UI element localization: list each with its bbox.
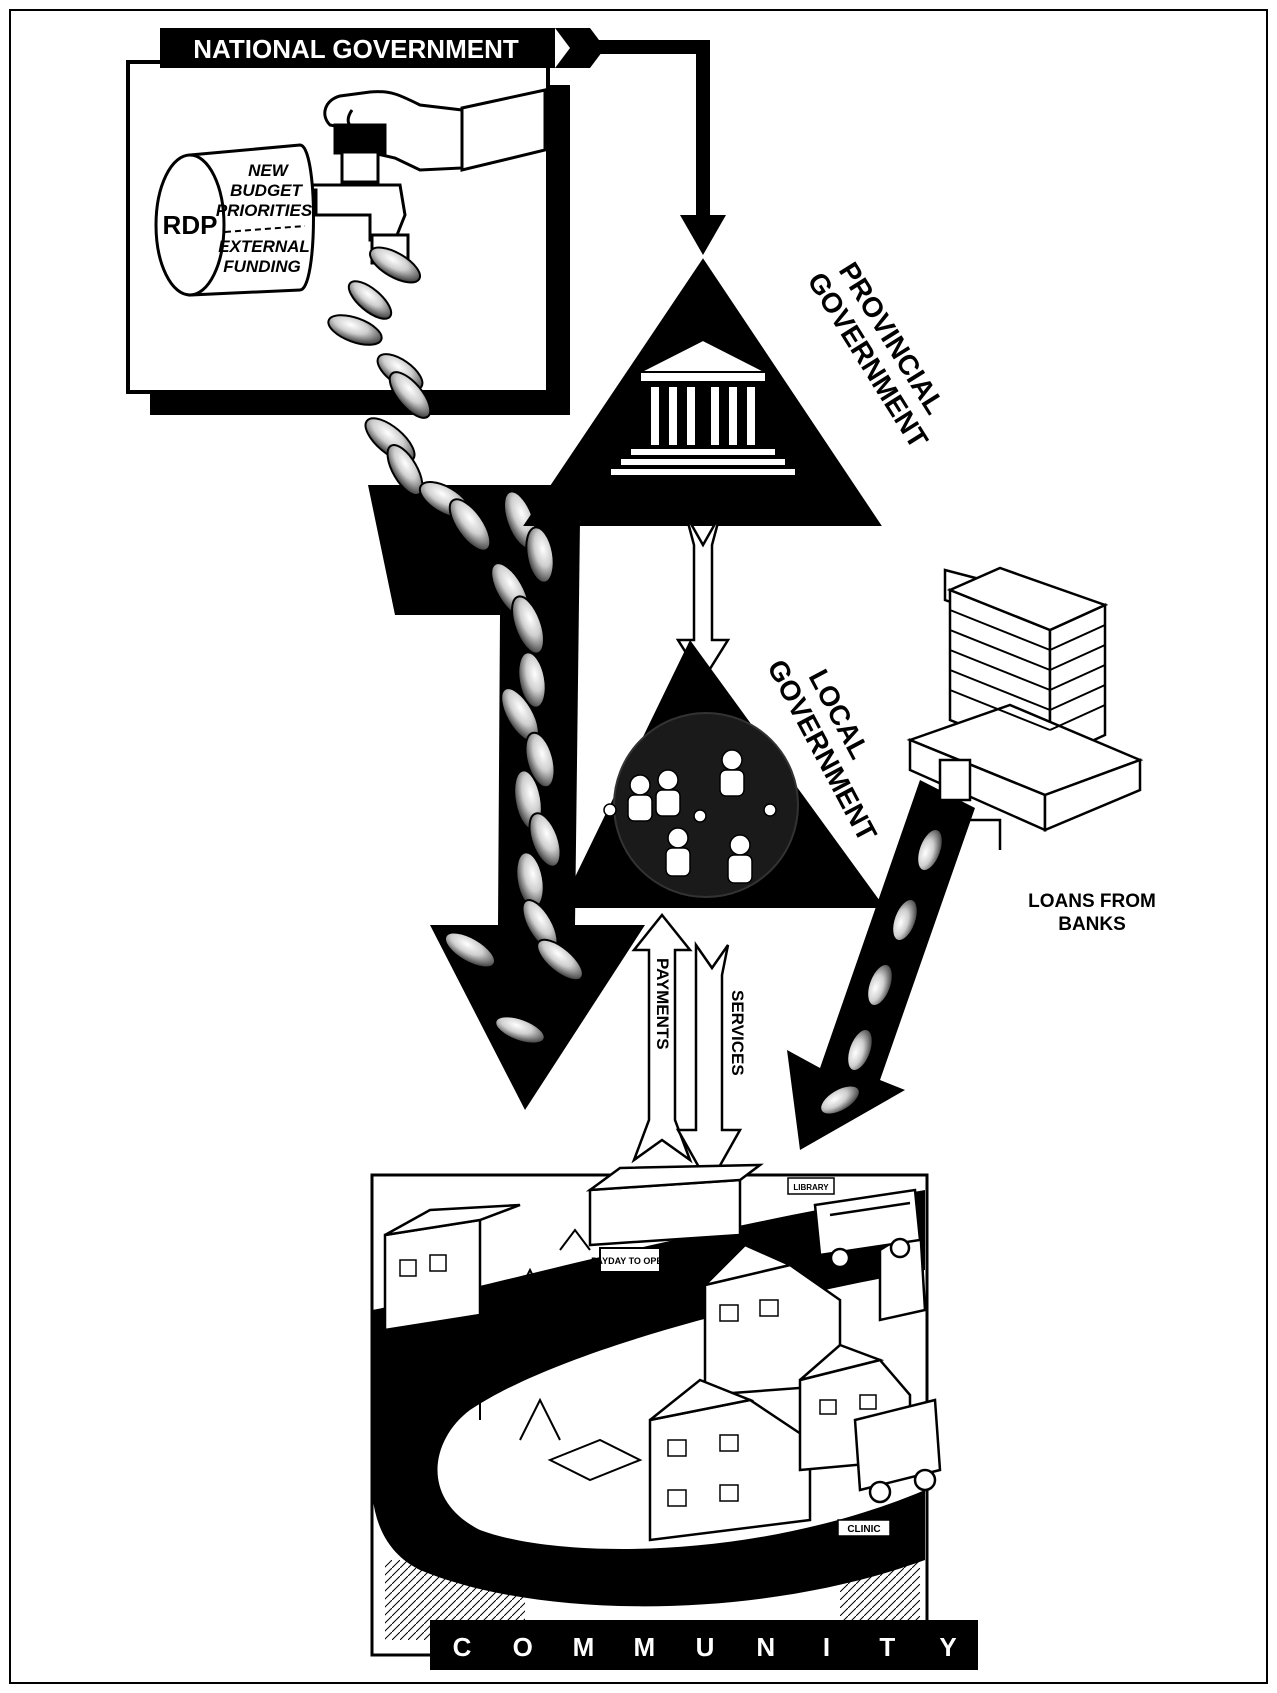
- bus-icon: [813, 1188, 922, 1269]
- playground: [465, 1228, 643, 1482]
- coin-icon: [448, 498, 492, 552]
- community-letter: C: [453, 1632, 472, 1662]
- rdp-tank: RDP NEW BUDGET PRIORITIES EXTERNAL FUNDI…: [154, 143, 315, 297]
- people-icons: [603, 749, 777, 884]
- hand-icon: [323, 88, 547, 172]
- coin-icon: [369, 246, 421, 284]
- local-government-node: LOCAL GOVERNMENT: [560, 640, 885, 908]
- community-panel: PAYDAY TO OPEN LIBRARY CLINIC C O M M U N I T Y: [370, 1163, 978, 1670]
- tap-icon: [298, 123, 410, 265]
- bank-building-icon: [906, 566, 1144, 850]
- arrow-provincial-to-local: [675, 514, 731, 683]
- community-letter: N: [756, 1632, 775, 1662]
- coin-icon: [819, 1084, 861, 1116]
- services-label: SERVICES: [728, 990, 747, 1076]
- community-label-bar: [430, 1620, 978, 1670]
- rdp-label: RDP: [163, 210, 218, 240]
- bank-floor-lines: [949, 609, 1106, 731]
- coin-icon: [916, 827, 944, 873]
- national-government-panel: NATIONAL GOVERNMENT RDP NEW BUDGET: [126, 28, 605, 415]
- houses: [383, 1163, 927, 1542]
- coin-icon: [388, 371, 432, 419]
- payments-label: PAYMENTS: [653, 958, 672, 1050]
- banks-label-line2: BANKS: [1058, 914, 1126, 935]
- coin-icon: [347, 280, 393, 320]
- source-ext-line1: EXTERNAL: [218, 237, 310, 256]
- source-new-line2: BUDGET: [230, 181, 303, 200]
- money-flow-arrow: [368, 485, 645, 1110]
- community-letter: U: [696, 1632, 715, 1662]
- outer-border: [9, 9, 1268, 1684]
- coin-icon: [327, 314, 383, 346]
- building-icon: [609, 338, 797, 477]
- community-letter: T: [879, 1632, 895, 1662]
- coin-icon: [386, 444, 424, 496]
- house-windows: [399, 1254, 877, 1507]
- coin-icon: [536, 938, 584, 982]
- source-new-line3: PRIORITIES: [216, 201, 313, 220]
- payments-arrow: [631, 912, 693, 1164]
- coin-icon: [511, 595, 545, 655]
- payday-sign: PAYDAY TO OPEN: [591, 1247, 669, 1273]
- national-title-bar: [160, 28, 555, 68]
- provincial-government-node: PROVINCIAL GOVERNMENT: [523, 257, 951, 526]
- clinic-sign: CLINIC: [837, 1519, 891, 1537]
- community-letter: O: [513, 1632, 533, 1662]
- banks-label-line1: LOANS FROM: [1028, 891, 1156, 912]
- truck-icon: [853, 1398, 942, 1504]
- services-arrow: [675, 941, 743, 1188]
- coin-icon: [866, 962, 894, 1008]
- clinic-sign-text: CLINIC: [847, 1524, 880, 1535]
- coin-icon: [494, 1015, 546, 1045]
- coin-icon: [846, 1027, 874, 1073]
- source-new-line1: NEW: [248, 161, 290, 180]
- community-letter: Y: [939, 1632, 956, 1662]
- national-arrow-tip: [555, 28, 605, 68]
- arrow-national-to-provincial: [590, 40, 726, 255]
- coin-icon: [524, 731, 556, 789]
- community-letter: M: [633, 1632, 655, 1662]
- coin-icon: [444, 931, 496, 969]
- payday-sign-text: PAYDAY TO OPEN: [591, 1256, 669, 1266]
- community-letter: I: [823, 1632, 830, 1662]
- national-government-title: NATIONAL GOVERNMENT: [193, 34, 519, 64]
- coin-icon: [891, 897, 919, 943]
- library-sign: LIBRARY: [787, 1177, 835, 1195]
- coins: [327, 246, 944, 1116]
- coin-icon: [528, 812, 562, 868]
- community-letter: M: [573, 1632, 595, 1662]
- coin-icon: [525, 526, 555, 584]
- library-sign-text: LIBRARY: [793, 1183, 829, 1192]
- coin-icon: [517, 651, 547, 709]
- source-ext-line2: FUNDING: [223, 257, 300, 276]
